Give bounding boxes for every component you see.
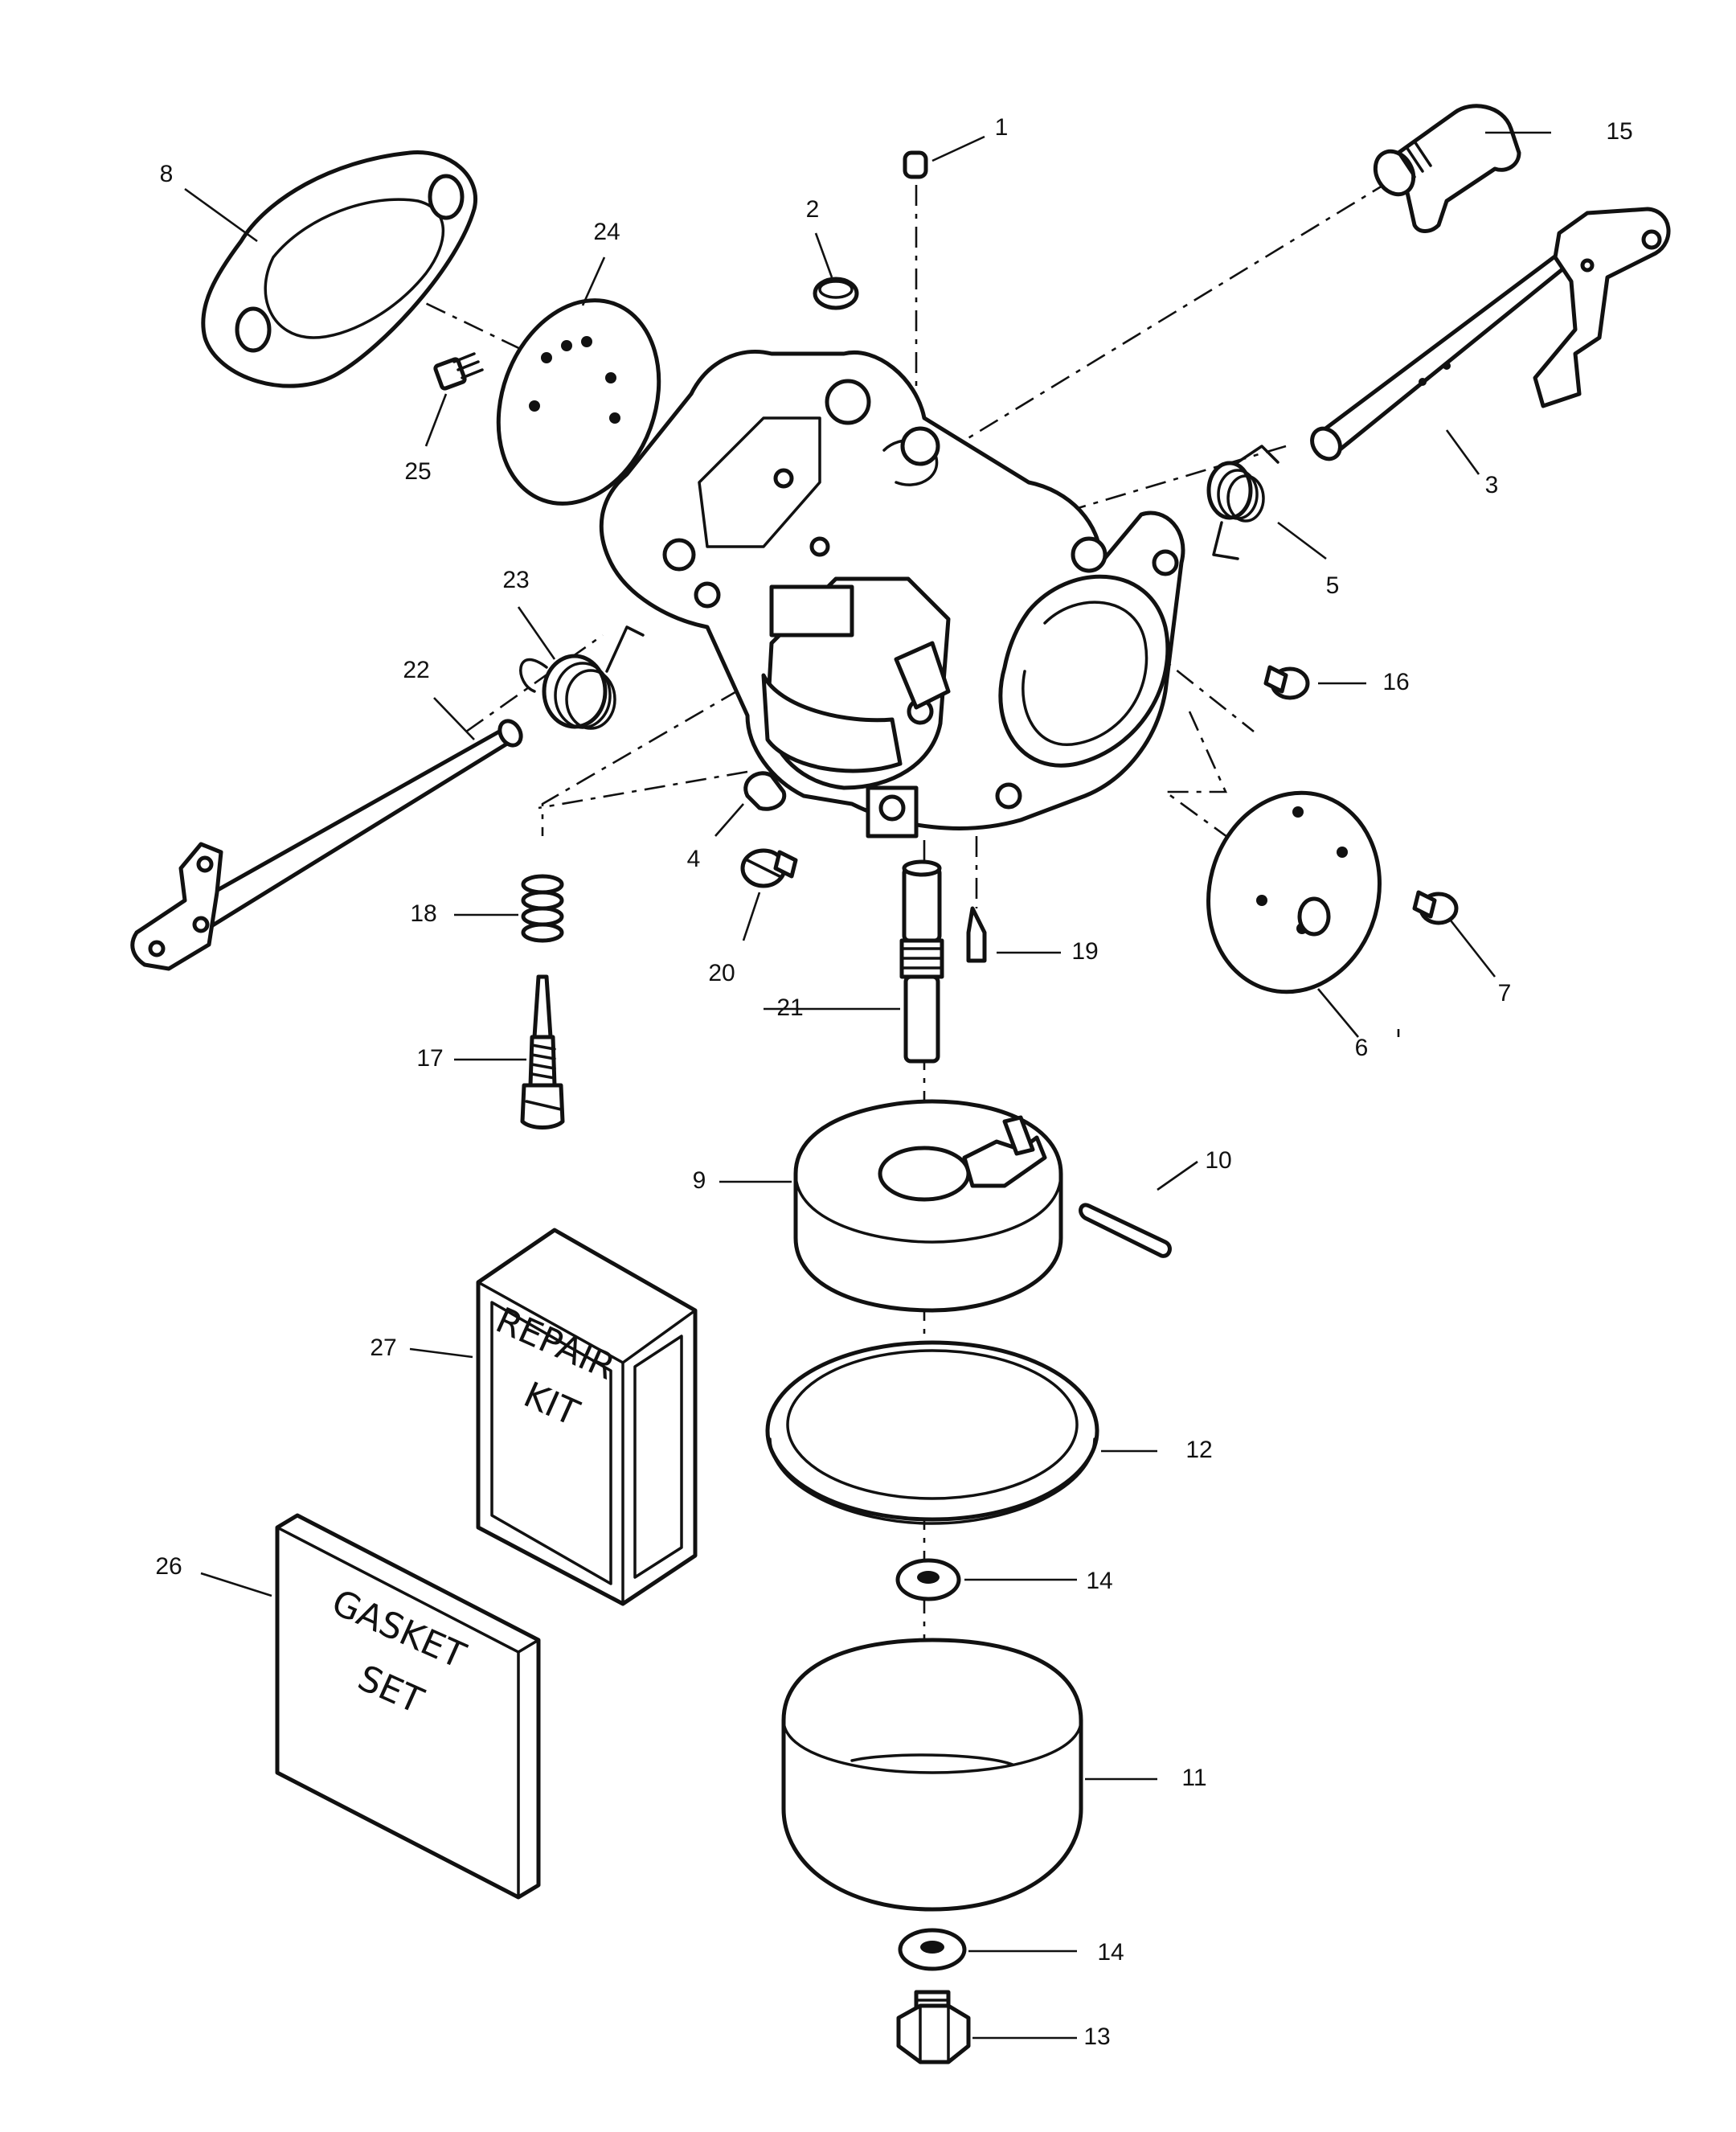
callout-8: 8 — [160, 161, 174, 187]
choke-shaft — [130, 719, 523, 971]
throttle-return-spring — [1206, 445, 1279, 560]
choke-plate — [496, 298, 661, 506]
callout-20: 20 — [708, 960, 735, 986]
repair-kit-box: REPAIR KIT — [476, 1228, 698, 1606]
callout-26: 26 — [155, 1553, 182, 1580]
callout-17: 17 — [416, 1045, 443, 1072]
callout-24: 24 — [593, 219, 620, 245]
callout-21: 21 — [776, 994, 803, 1021]
bowl-nut — [896, 1990, 971, 2064]
washer-upper — [895, 1558, 961, 1601]
callout-11: 11 — [1181, 1765, 1206, 1791]
callout-18: 18 — [410, 900, 436, 927]
carburetor-body — [599, 349, 1185, 838]
bowl-gasket — [765, 1340, 1099, 1525]
throttle-plate-screw — [1263, 665, 1310, 700]
callout-10: 10 — [1205, 1147, 1231, 1174]
flange-gasket — [201, 150, 477, 388]
retainer-clip — [743, 771, 787, 811]
callout-9: 9 — [693, 1167, 706, 1194]
throttle-plate-screw-2 — [1412, 890, 1459, 925]
welch-plug-small — [903, 150, 928, 179]
inlet-needle — [966, 906, 987, 963]
gasket-set-envelope: GASKET SET — [275, 1513, 541, 1900]
callout-22: 22 — [403, 657, 429, 683]
callout-numbers: 1 2 3 4 5 6 7 8 9 10 11 12 13 14 14 15 1… — [155, 114, 1632, 2050]
float — [793, 1099, 1063, 1313]
callout-13: 13 — [1083, 2023, 1110, 2050]
callout-19: 19 — [1071, 938, 1098, 965]
choke-plate-screw — [433, 352, 484, 391]
choke-spring — [519, 625, 645, 730]
callout-7: 7 — [1498, 980, 1512, 1007]
callout-14-lower: 14 — [1097, 1939, 1124, 1966]
callout-2: 2 — [806, 196, 820, 223]
callout-15: 15 — [1606, 118, 1632, 145]
callout-25: 25 — [404, 458, 431, 485]
callout-5: 5 — [1326, 572, 1340, 599]
washer-lower — [898, 1928, 967, 1971]
leader-lines — [184, 131, 1551, 2040]
float-pin — [1079, 1203, 1172, 1258]
throttle-shaft — [1310, 207, 1671, 461]
main-nozzle — [899, 859, 944, 1064]
idle-mixture-screw — [520, 974, 565, 1130]
fuel-inlet-fitting — [1373, 104, 1521, 233]
callout-12: 12 — [1185, 1437, 1212, 1463]
idle-spring — [521, 874, 564, 943]
callout-4: 4 — [687, 846, 701, 872]
bowl-screw — [740, 848, 798, 888]
welch-plug — [813, 277, 859, 310]
callout-14-upper: 14 — [1086, 1568, 1112, 1594]
callout-27: 27 — [370, 1335, 396, 1361]
callout-1: 1 — [995, 114, 1009, 141]
callout-23: 23 — [502, 567, 529, 593]
throttle-plate — [1206, 790, 1382, 994]
float-bowl — [781, 1638, 1083, 1912]
callout-16: 16 — [1382, 669, 1409, 695]
callout-3: 3 — [1485, 472, 1499, 498]
callout-6: 6 — [1355, 1035, 1369, 1061]
